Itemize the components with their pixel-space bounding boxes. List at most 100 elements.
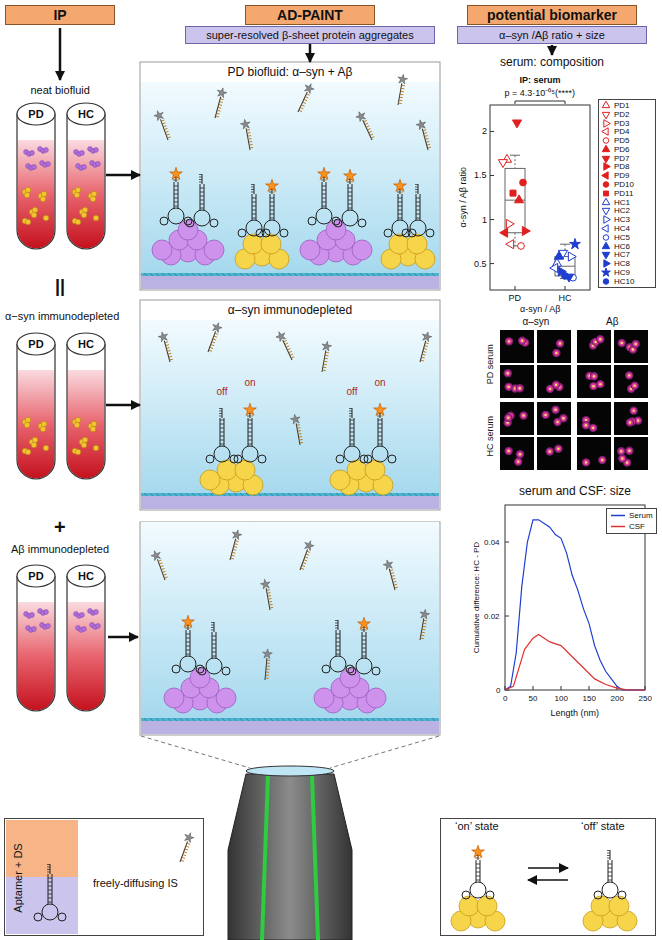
base-pair <box>362 652 366 653</box>
subheader-band: super-resolved β-sheet protein aggregate… <box>185 26 435 44</box>
aptamer-stem <box>608 860 609 882</box>
docking-base <box>607 855 610 856</box>
surface-hatch <box>426 493 429 496</box>
localisation-core <box>507 372 509 374</box>
docking-base <box>349 411 352 412</box>
data-marker <box>500 228 508 237</box>
data-marker <box>522 226 530 235</box>
localisation-glow <box>630 381 638 389</box>
docking-base <box>47 872 50 873</box>
imager-base <box>215 333 218 334</box>
aptamer-loop <box>462 891 470 899</box>
surface-hatch <box>420 718 423 721</box>
imager-base <box>188 628 191 629</box>
legend-text: Serum <box>629 511 653 520</box>
tube-body <box>67 114 105 249</box>
imager-base <box>303 562 306 563</box>
localisation-glow <box>552 349 560 357</box>
base-pair <box>220 440 224 441</box>
imager-base <box>424 345 427 347</box>
base-pair <box>416 198 420 199</box>
base-pair <box>416 218 420 219</box>
docking-strand <box>418 184 419 194</box>
data-marker <box>602 145 609 151</box>
base-pair <box>348 188 352 189</box>
localisation-core <box>637 419 639 421</box>
abeta-particle <box>91 421 97 427</box>
localisation-core <box>585 424 587 426</box>
imager-base <box>478 858 481 859</box>
imager-base <box>182 857 185 858</box>
localisation-core <box>517 460 519 462</box>
header-text: IP <box>53 7 66 23</box>
docking-strand <box>352 408 353 418</box>
abeta-particle <box>40 196 46 202</box>
localisation-core <box>635 343 637 345</box>
surface-hatch <box>324 718 327 721</box>
imager-base <box>424 135 427 137</box>
tube-fluid <box>68 370 105 479</box>
axis-title: Cumulative difference: HC - PD <box>472 541 481 652</box>
legend-entry: PD3 <box>601 119 653 128</box>
imager-backbone <box>208 331 216 352</box>
alpha-syn-aggregate <box>152 240 172 260</box>
whisker <box>515 233 516 246</box>
surface-hatch <box>402 493 405 496</box>
localisation-core <box>549 388 551 390</box>
imager-base <box>424 348 427 350</box>
aptamer-loop <box>336 455 344 463</box>
axis-tick <box>515 286 516 290</box>
surface-hatch <box>156 273 159 276</box>
legend-entry: HC2 <box>601 207 653 216</box>
axis-tick <box>490 131 494 132</box>
localisation <box>631 408 637 414</box>
legend-text: HC1 <box>614 198 630 207</box>
quenched-fluorophore <box>321 340 332 351</box>
alpha-syn-aggregate <box>164 688 184 708</box>
imager-base <box>219 104 222 106</box>
localisation-core <box>628 374 630 376</box>
imager-base <box>400 91 403 93</box>
abeta-particle <box>31 212 37 218</box>
base-pair <box>200 188 204 189</box>
sample-tube: HC <box>66 100 106 250</box>
imager-base <box>304 99 307 100</box>
abeta-particle <box>90 426 96 432</box>
alpha-syn-aggregate <box>340 668 360 688</box>
imager-base <box>401 85 404 87</box>
tube-label: PD <box>16 333 56 355</box>
base-pair <box>476 872 480 873</box>
localisation <box>517 385 523 391</box>
base-pair <box>322 190 326 191</box>
imager-strand <box>415 608 430 640</box>
imager-base <box>426 141 429 143</box>
sample-caption: neat biofluid <box>31 84 90 97</box>
imager-strand <box>393 73 408 105</box>
imager-base <box>270 607 273 609</box>
aptamer-stem <box>52 874 53 904</box>
docking-base <box>607 858 610 859</box>
abeta-particle <box>32 207 38 213</box>
base-pair <box>336 634 340 635</box>
base-pair <box>476 880 480 881</box>
localisation-glow <box>629 406 637 414</box>
super-resolved-image <box>577 402 611 435</box>
legend-swatch <box>601 215 611 224</box>
imager-base <box>299 110 302 111</box>
surface-hatch <box>294 718 297 721</box>
legend-box: PD1PD2PD3PD4PD5PD6PD7PD8PD9PD10PD11HC1HC… <box>598 99 656 288</box>
localisation-core <box>621 342 623 344</box>
base-pair <box>608 868 612 869</box>
aptamer-junction <box>180 656 196 672</box>
band-text: α–syn /Aβ ratio + size <box>499 29 605 41</box>
legend-text: HC2 <box>614 206 630 215</box>
surface-hatch <box>408 718 411 721</box>
base-pair <box>252 210 256 211</box>
alpha-syn-aggregate <box>326 220 346 240</box>
objective-lens <box>246 766 334 776</box>
surface-hatch <box>390 493 393 496</box>
base-pair <box>248 432 252 433</box>
surface-hatch <box>282 718 285 721</box>
docking-base <box>247 416 250 417</box>
localisation <box>521 413 527 419</box>
